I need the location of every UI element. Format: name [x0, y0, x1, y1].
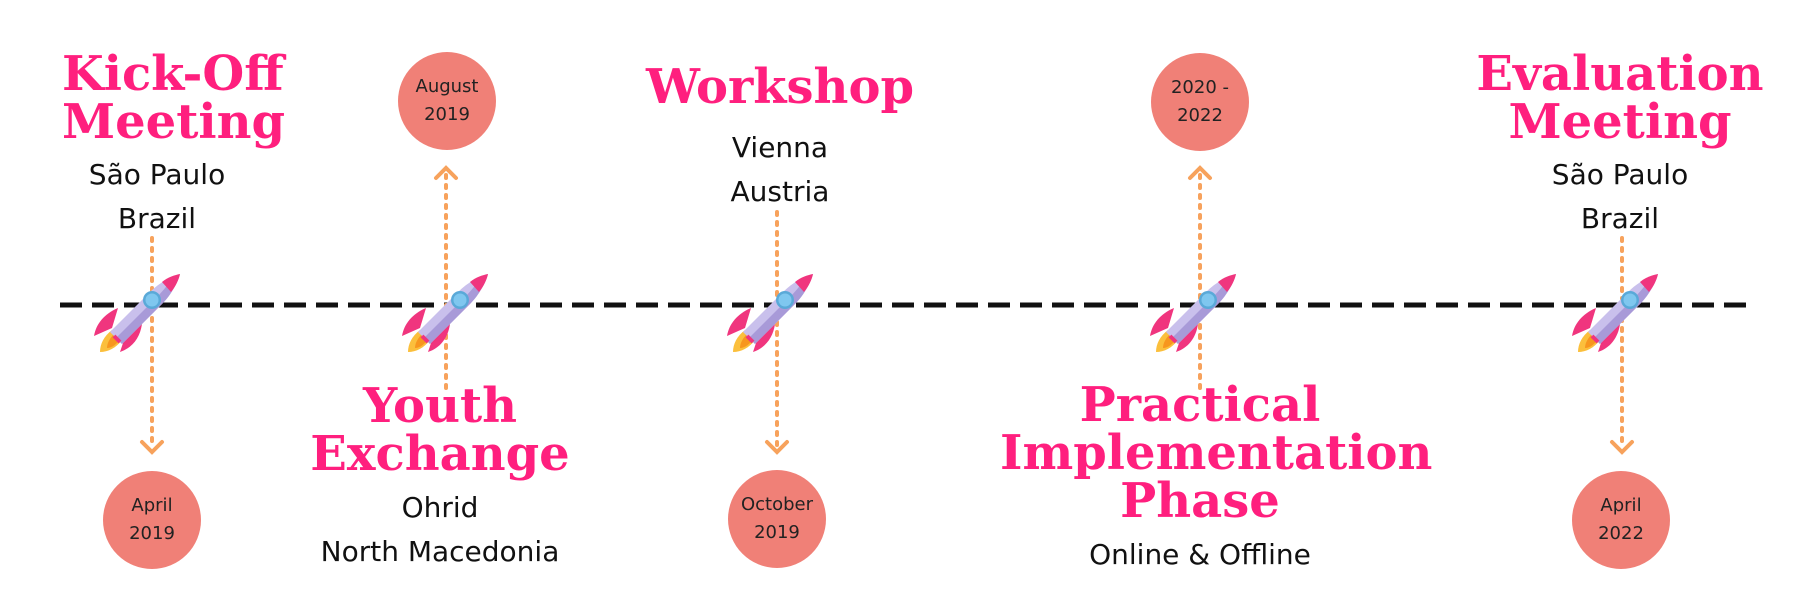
rocket-icon [1570, 272, 1660, 354]
connector-4 [1188, 165, 1212, 390]
connector-5 [1610, 236, 1634, 455]
connector-2 [434, 165, 458, 390]
milestone-location: São Paulo Brazil [88, 158, 226, 235]
milestone-location: Vienna Austria [730, 131, 830, 208]
rocket-icon [1148, 272, 1238, 354]
milestone-location: Online & Offline [1089, 538, 1311, 571]
milestone-date: 2020 -2022 [1151, 53, 1249, 151]
milestone-location: Ohrid North Macedonia [320, 491, 560, 568]
milestone-title: Workshop [645, 59, 915, 115]
milestone-title: Evaluation Meeting [1476, 46, 1764, 150]
milestone-title: Practical Implementation Phase [1000, 377, 1433, 529]
connector-1 [140, 236, 164, 455]
rocket-icon [92, 272, 182, 354]
milestone-title: Kick-Off Meeting [62, 46, 286, 150]
rocket-icon [725, 272, 815, 354]
connector-3 [765, 210, 789, 455]
milestone-location: São Paulo Brazil [1551, 158, 1689, 235]
milestone-title: Youth Exchange [310, 378, 570, 482]
